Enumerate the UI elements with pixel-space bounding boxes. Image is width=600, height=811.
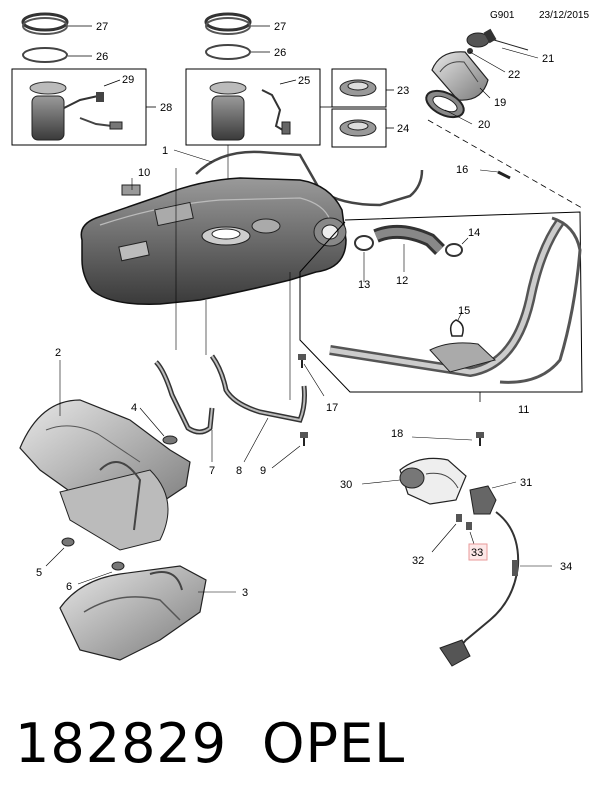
callout-32: 32 — [412, 555, 424, 567]
nut-6 — [111, 561, 125, 571]
filler-hose-12 — [373, 224, 445, 255]
callout-2: 2 — [55, 347, 61, 359]
callout-4: 4 — [131, 402, 137, 414]
grommet-33 — [466, 522, 472, 530]
screw-32 — [456, 514, 462, 522]
seal-ring-left — [22, 47, 68, 63]
callout-31: 31 — [520, 477, 532, 489]
callout-24: 24 — [397, 123, 409, 135]
filler-neck-pipe — [329, 216, 582, 384]
bolt-17 — [298, 354, 306, 368]
lock-ring-right — [204, 12, 252, 35]
callout-6: 6 — [66, 581, 72, 593]
callout-10: 10 — [138, 167, 150, 179]
nut-4 — [162, 435, 178, 445]
callout-16: 16 — [456, 164, 468, 176]
heat-shield-3 — [59, 565, 207, 661]
diagram-date: 23/12/2015 — [539, 10, 590, 21]
fuel-tank — [80, 177, 347, 305]
callout-9: 9 — [260, 465, 266, 477]
door-actuator-31 — [469, 485, 497, 515]
callout-25: 25 — [298, 75, 310, 87]
callout-34: 34 — [560, 561, 572, 573]
callout-28: 28 — [160, 102, 172, 114]
fuel-system-diagram: 27 26 29 28 27 26 25 23 24 21 22 19 20 1… — [11, 12, 583, 667]
callout-1: 1 — [162, 145, 168, 157]
callout-33-highlight — [468, 543, 488, 561]
callout-3: 3 — [242, 587, 248, 599]
clip-15 — [449, 319, 464, 337]
fuel-pump-module-right — [209, 81, 291, 141]
fuel-door-housing — [399, 457, 467, 505]
callout-13: 13 — [358, 279, 370, 291]
callout-30: 30 — [340, 479, 352, 491]
callout-17: 17 — [326, 402, 338, 414]
tank-strap-7 — [154, 360, 215, 435]
callout-22: 22 — [508, 69, 520, 81]
diagram-code: G901 — [490, 10, 515, 21]
callout-21: 21 — [542, 53, 554, 65]
fuel-filler-cap — [466, 28, 497, 48]
nut-5 — [61, 537, 75, 547]
hose-clamp-13 — [354, 235, 374, 251]
callout-23: 23 — [397, 85, 409, 97]
hose-clamp-14 — [445, 243, 463, 257]
fuel-pump-module-left — [29, 81, 123, 141]
footer-brand: OPEL — [262, 712, 406, 775]
filler-housing — [431, 51, 489, 101]
bolt-18 — [476, 432, 484, 446]
footer-part-number: 182829 — [15, 712, 228, 775]
filler-neck-box — [299, 211, 583, 393]
release-cable-34 — [439, 511, 520, 667]
callout-20: 20 — [478, 119, 490, 131]
callout-11: 11 — [518, 404, 529, 416]
sender-box-23 — [331, 68, 387, 108]
callout-7: 7 — [209, 465, 215, 477]
callout-26-left: 26 — [96, 51, 108, 63]
lock-ring-left — [21, 12, 69, 35]
callout-33: 33 — [471, 547, 483, 559]
callout-5: 5 — [36, 567, 42, 579]
callout-12: 12 — [396, 275, 408, 287]
callout-29: 29 — [122, 74, 134, 86]
callout-19: 19 — [494, 97, 506, 109]
seal-ring-right — [205, 44, 251, 60]
tank-strap-8 — [209, 354, 307, 423]
callout-26-right: 26 — [274, 47, 286, 59]
callout-14: 14 — [468, 227, 480, 239]
callout-18: 18 — [391, 428, 403, 440]
bolt-9 — [300, 432, 308, 446]
callout-27-left: 27 — [96, 21, 108, 33]
callout-8: 8 — [236, 465, 242, 477]
callout-27-right: 27 — [274, 21, 286, 33]
heat-shield-2 — [19, 399, 191, 551]
filler-ring-20 — [425, 89, 465, 119]
callout-15: 15 — [458, 305, 470, 317]
